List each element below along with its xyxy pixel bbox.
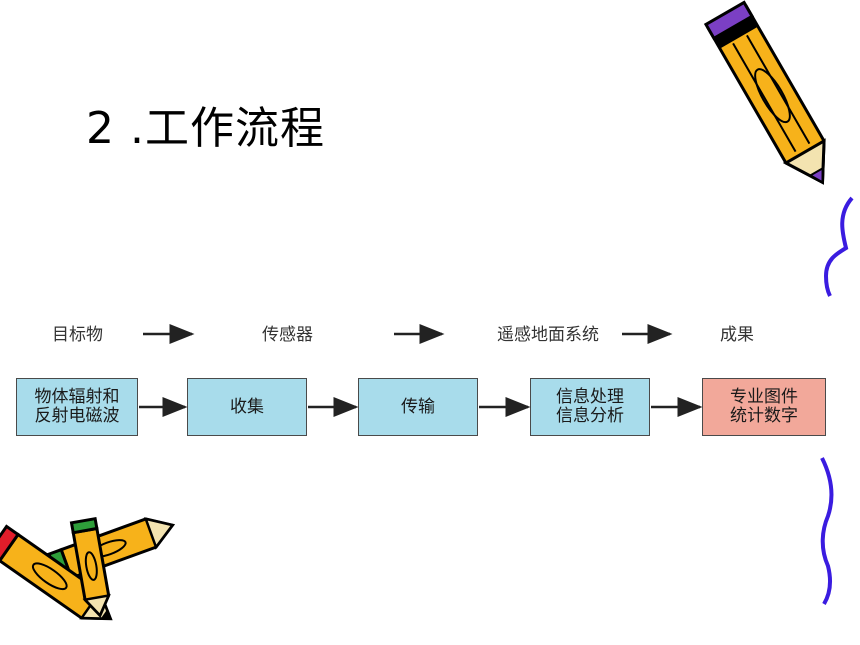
- flow-box-transmit: 传输: [358, 378, 478, 436]
- stage-label-result: 成果: [720, 325, 754, 345]
- flow-box-results-line2: 统计数字: [730, 406, 798, 426]
- stage-label-ground-system: 遥感地面系统: [497, 325, 599, 345]
- flow-box-collect-label: 收集: [230, 396, 264, 417]
- stage-label-sensor: 传感器: [262, 325, 313, 345]
- flow-box-collect: 收集: [187, 378, 307, 436]
- slide-title: 2 .工作流程: [86, 103, 325, 154]
- flow-box-radiation-line1: 物体辐射和: [34, 387, 120, 407]
- stage-label-target: 目标物: [52, 325, 103, 345]
- flow-box-processing-line2: 信息分析: [556, 406, 624, 426]
- flow-box-results: 专业图件 统计数字: [702, 378, 826, 436]
- crossed-pencils-icon: [0, 516, 176, 621]
- flow-box-radiation: 物体辐射和 反射电磁波: [16, 378, 138, 436]
- purple-brace-lower: [820, 457, 834, 606]
- flow-box-transmit-label: 传输: [401, 396, 435, 417]
- flow-box-radiation-line2: 反射电磁波: [34, 406, 120, 426]
- flow-box-results-line1: 专业图件: [730, 387, 798, 407]
- flow-box-processing-line1: 信息处理: [556, 387, 624, 407]
- pencil-icon: [703, 0, 826, 185]
- flow-box-processing: 信息处理 信息分析: [530, 378, 650, 436]
- purple-brace-upper: [823, 196, 854, 297]
